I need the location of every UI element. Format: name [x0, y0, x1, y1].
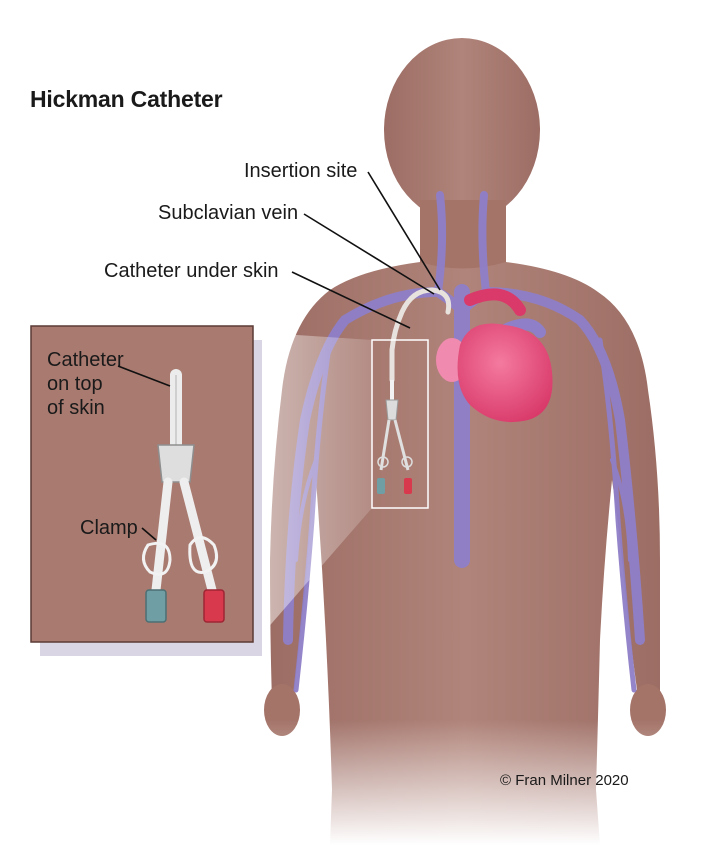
label-line: Catheter	[47, 349, 124, 371]
label-line: on top	[47, 373, 103, 395]
label-line: of skin	[47, 397, 105, 419]
diagram-title: Hickman Catheter	[30, 86, 223, 112]
leader-lines	[117, 171, 441, 541]
label-clamp: Clamp	[80, 517, 138, 539]
label-subclavian-vein: Subclavian vein	[158, 202, 299, 224]
label-insertion-site: Insertion site	[244, 160, 358, 182]
copyright-credit: © Fran Milner 2020	[500, 772, 629, 789]
label-catheter-under-skin: Catheter under skin	[104, 260, 279, 282]
inset-panel	[30, 325, 262, 656]
zoom-beam	[252, 332, 372, 646]
heart-icon	[436, 288, 553, 423]
label-catheter-on-top-of-skin: Catheter on top of skin	[47, 348, 167, 420]
catheter-tube	[377, 287, 452, 494]
